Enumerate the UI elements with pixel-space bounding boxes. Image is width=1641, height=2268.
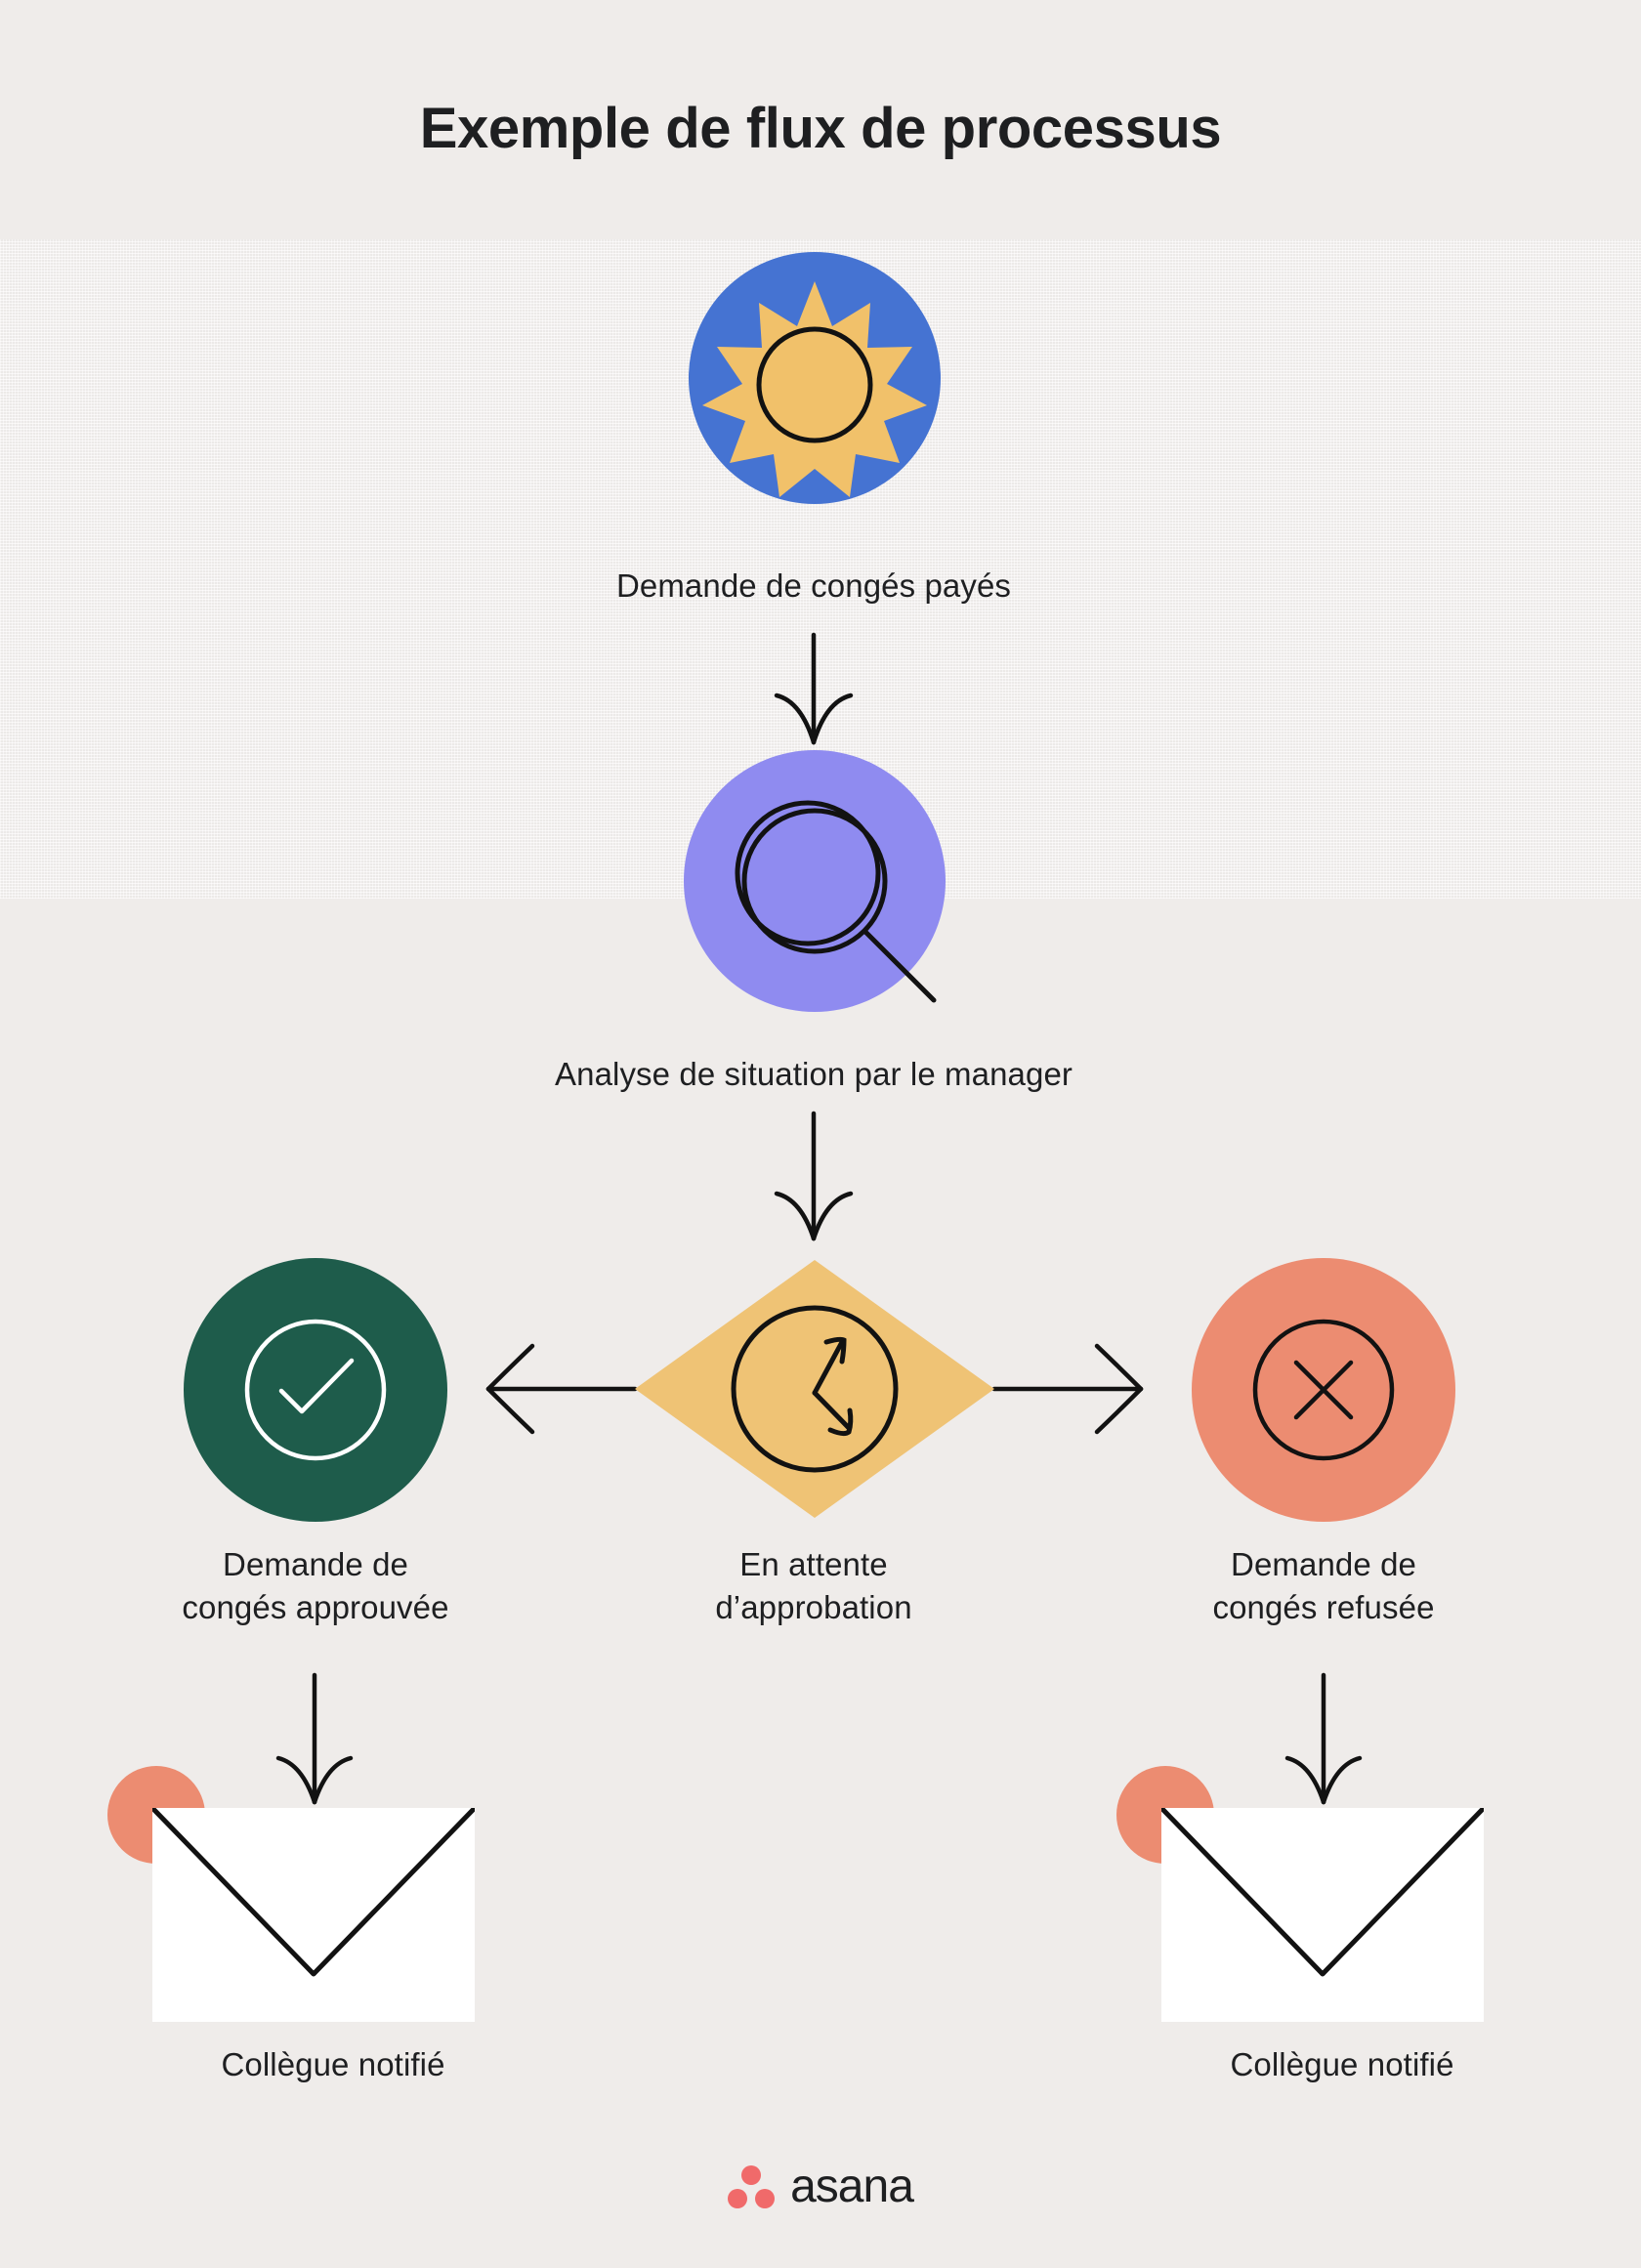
edge-start-to-review: [774, 632, 854, 745]
node-pending-label: En attente d’approbation: [715, 1546, 912, 1625]
edge-approved-to-notified-left: [275, 1672, 354, 1805]
node-approved-shape[interactable]: [184, 1258, 447, 1522]
check-circle-icon: [244, 1319, 387, 1461]
x-circle-icon: [1252, 1319, 1395, 1461]
node-review-label: Analyse de situation par le manager: [555, 1056, 1073, 1092]
page-title: Exemple de flux de processus: [419, 97, 1222, 160]
edge-refused-to-notified-right: [1284, 1672, 1363, 1805]
sun-icon: [702, 281, 927, 497]
edge-pending-to-refused: [991, 1343, 1144, 1435]
envelope-icon: [1159, 1806, 1486, 1977]
asana-wordmark: asana: [790, 2161, 914, 2212]
node-notified-left-label: Collègue notifié: [221, 2046, 445, 2082]
node-notified-left-shape[interactable]: [150, 1806, 477, 2022]
edge-review-to-pending: [774, 1111, 854, 1241]
asana-logo-icon: [728, 2165, 776, 2208]
node-review-shape[interactable]: [684, 750, 946, 1012]
magnifying-glass-icon: [735, 800, 937, 1003]
asana-logo: asana: [0, 2163, 1641, 2210]
edge-pending-to-approved: [485, 1343, 638, 1435]
envelope-icon: [150, 1806, 477, 1977]
node-refused-label: Demande de congés refusée: [1212, 1546, 1435, 1625]
node-approved-label: Demande de congés approuvée: [182, 1546, 449, 1625]
diamond-clock-icon: [635, 1260, 994, 1518]
node-refused-shape[interactable]: [1192, 1258, 1455, 1522]
node-pending-shape[interactable]: [635, 1260, 994, 1518]
node-notified-right-shape[interactable]: [1159, 1806, 1486, 2022]
node-start-label: Demande de congés payés: [615, 567, 1012, 604]
node-notified-right-label: Collègue notifié: [1230, 2046, 1454, 2082]
node-start-shape[interactable]: [689, 252, 941, 504]
